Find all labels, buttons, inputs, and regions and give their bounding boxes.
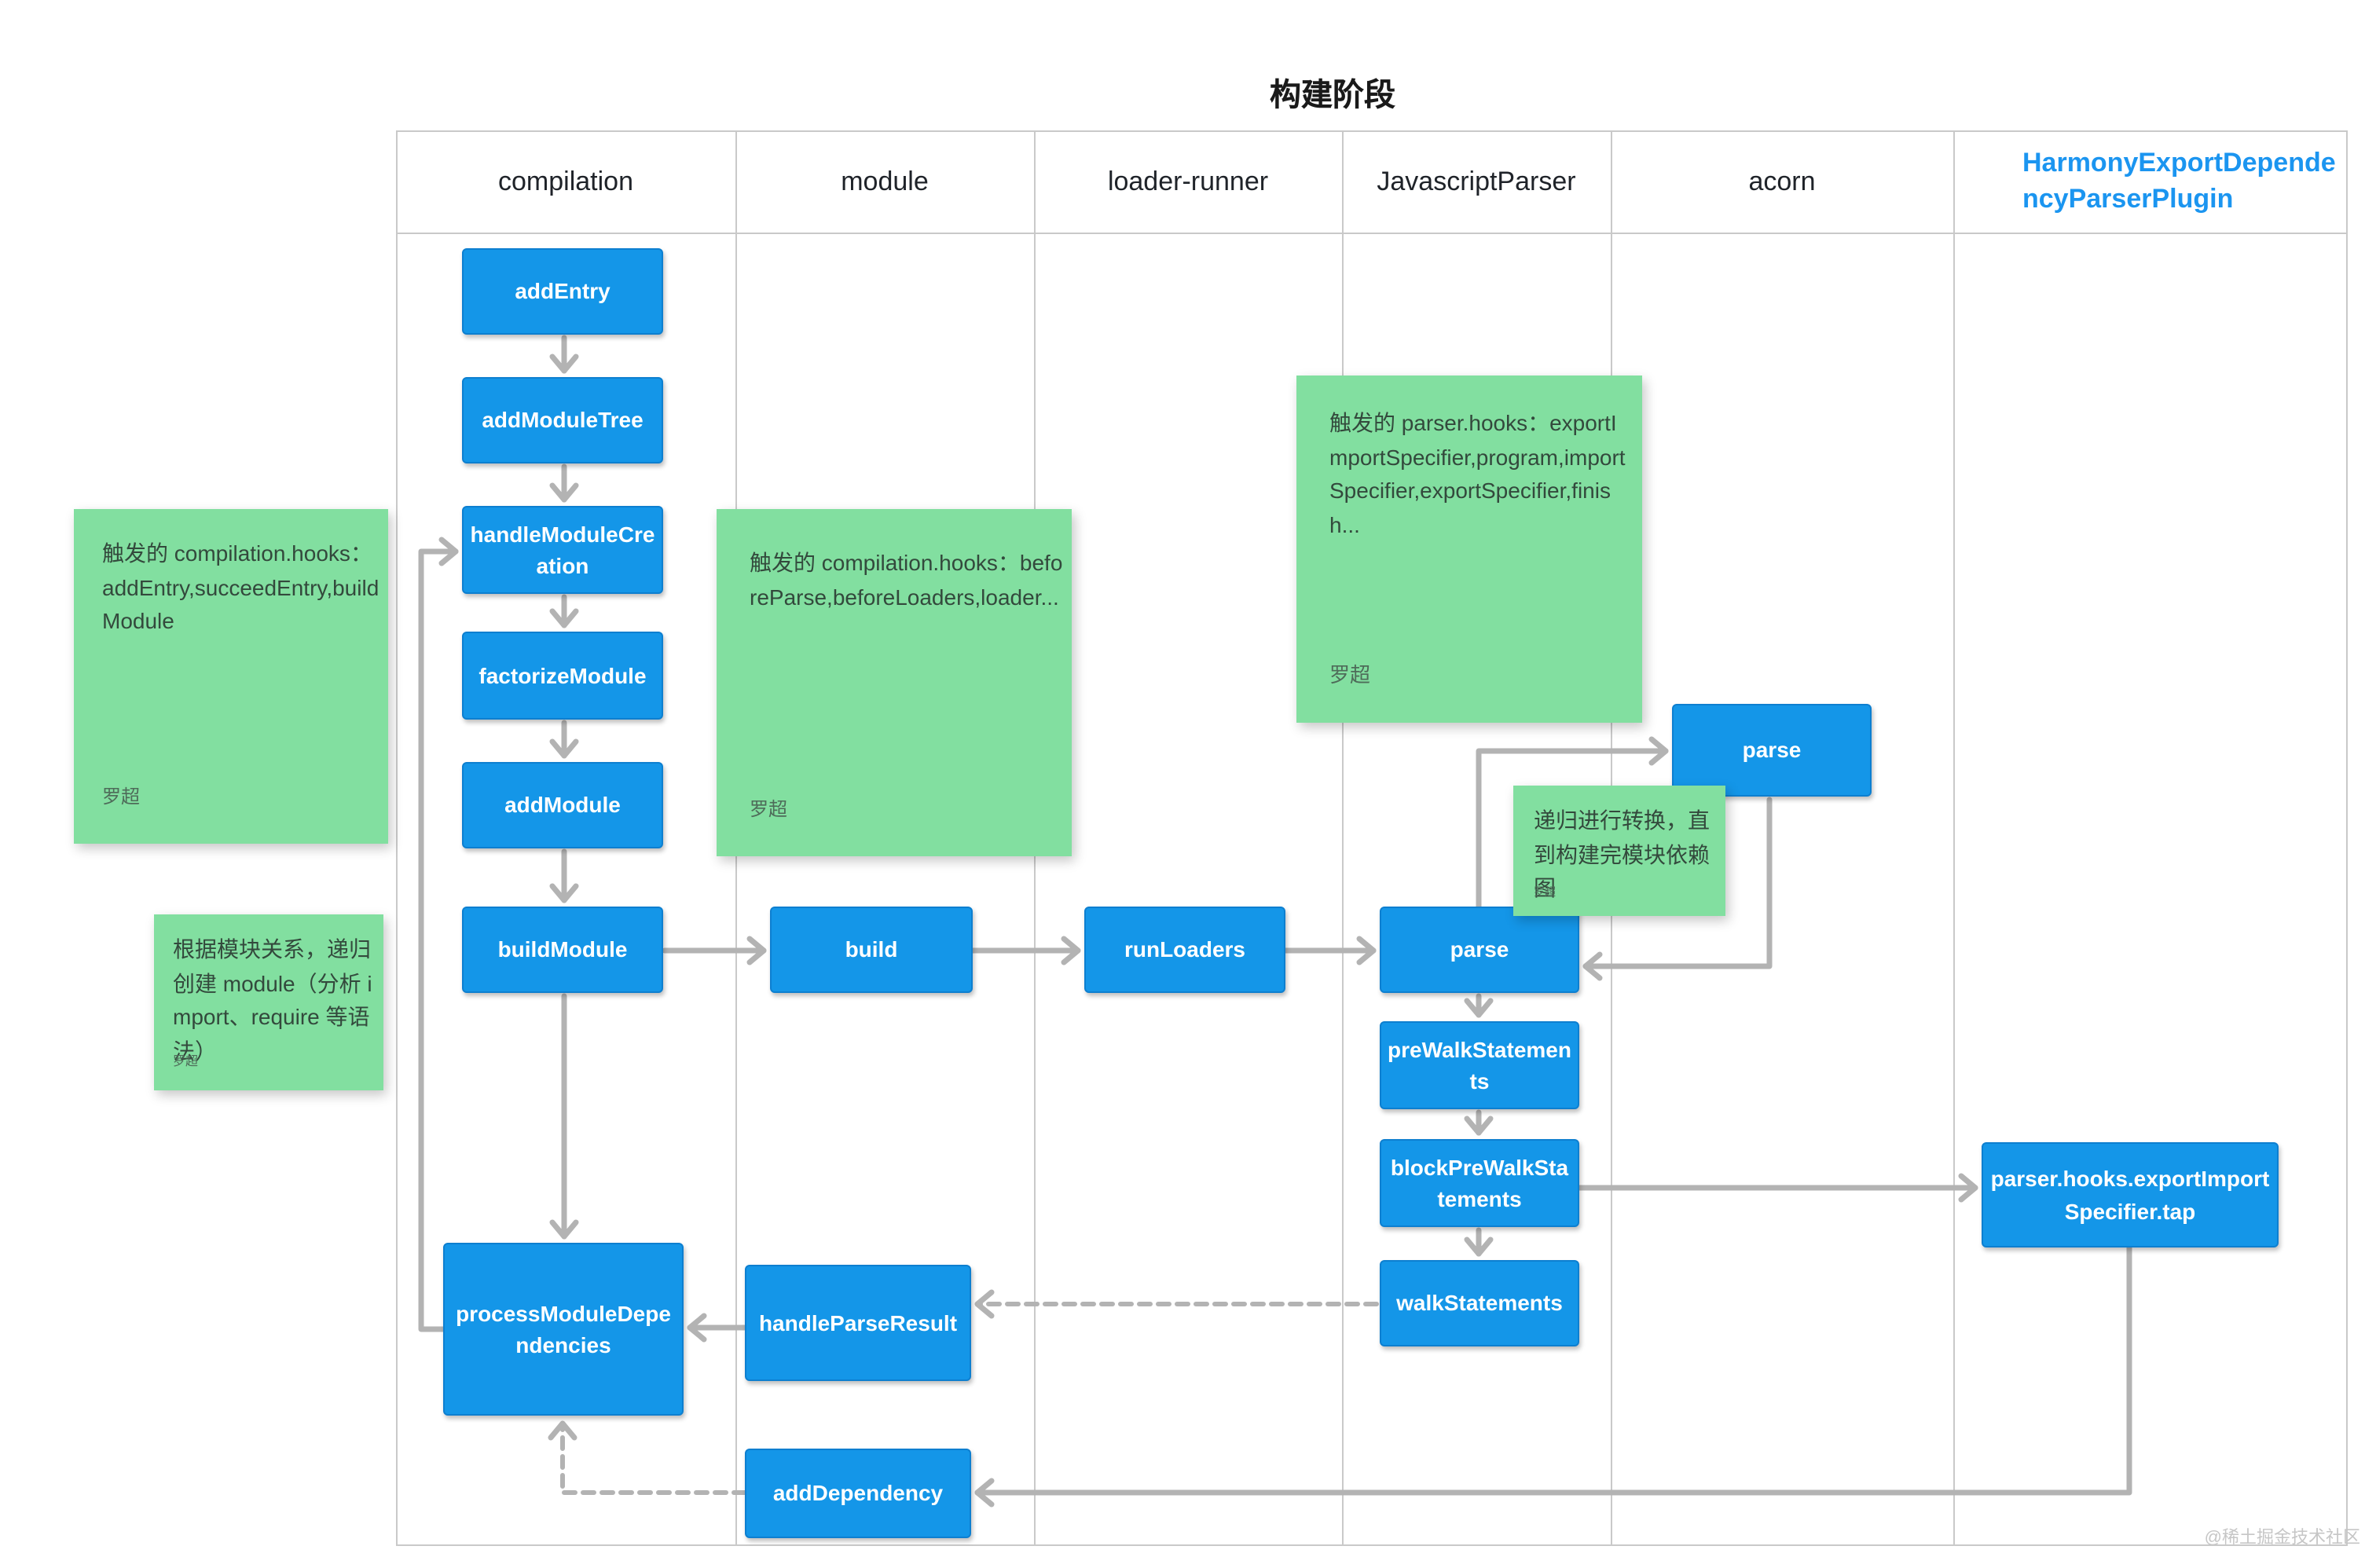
column-header-label: acorn — [1748, 166, 1816, 196]
node-label: buildModule — [497, 936, 628, 962]
note-author: 罗超 — [1329, 662, 1371, 687]
column-header-label: JavascriptParser — [1377, 166, 1576, 196]
node-label: processModuleDependencies — [456, 1300, 671, 1357]
node-label: parse — [1742, 737, 1802, 763]
node-label: addModuleTree — [482, 407, 644, 433]
node-label: parse — [1450, 936, 1509, 962]
node-addModule[interactable]: addModule — [462, 762, 663, 848]
column-header-loader-runner: loader-runner — [1034, 130, 1342, 233]
node-addDependency[interactable]: addDependency — [745, 1449, 971, 1538]
note-recursive-create-module[interactable]: 根据模块关系，递归创建 module（分析 import、require 等语法… — [154, 914, 383, 1090]
column-divider — [1342, 130, 1344, 1546]
column-header-acorn: acorn — [1611, 130, 1953, 233]
node-runLoaders[interactable]: runLoaders — [1084, 907, 1285, 993]
column-header-module: module — [735, 130, 1034, 233]
node-preWalkStatements[interactable]: preWalkStatements — [1380, 1021, 1579, 1109]
node-label: blockPreWalkStatements — [1390, 1154, 1569, 1211]
note-text: 触发的 compilation.hooks：beforeParse,before… — [750, 550, 1063, 610]
note-author: 罗超 — [750, 798, 788, 821]
note-recursive-transform[interactable]: 递归进行转换，直到构建完模块依赖图罗超 — [1513, 786, 1725, 916]
diagram-title: 构建阶段 — [1270, 79, 1395, 113]
note-compilation-hooks-parse[interactable]: 触发的 compilation.hooks：beforeParse,before… — [717, 509, 1072, 856]
node-addModuleTree[interactable]: addModuleTree — [462, 377, 663, 463]
node-label: parser.hooks.exportImportSpecifier.tap — [1990, 1166, 2270, 1223]
note-text: 触发的 compilation.hooks：addEntry,succeedEn… — [102, 540, 380, 634]
node-parse-js[interactable]: parse — [1380, 907, 1579, 993]
node-label: addDependency — [772, 1480, 944, 1506]
node-label: build — [845, 936, 898, 962]
node-label: runLoaders — [1124, 936, 1245, 962]
node-walkStatements[interactable]: walkStatements — [1380, 1260, 1579, 1346]
column-header-label: compilation — [498, 166, 633, 196]
note-text: 触发的 parser.hooks：exportImportSpecifier,p… — [1329, 410, 1626, 538]
node-label: handleParseResult — [758, 1310, 958, 1335]
header-underline — [396, 233, 2348, 234]
node-handleParseResult[interactable]: handleParseResult — [745, 1265, 971, 1381]
node-label: addEntry — [515, 278, 610, 304]
node-label: walkStatements — [1396, 1290, 1563, 1316]
node-label: preWalkStatements — [1388, 1036, 1571, 1094]
column-header-harmonyexportdependencyparserplugin: HarmonyExportDependencyParserPlugin — [1953, 130, 2348, 233]
node-blockPreWalkStatements[interactable]: blockPreWalkStatements — [1380, 1139, 1579, 1227]
node-factorizeModule[interactable]: factorizeModule — [462, 632, 663, 720]
column-header-compilation: compilation — [396, 130, 735, 233]
node-buildModule[interactable]: buildModule — [462, 907, 663, 993]
node-handleModuleCreation[interactable]: handleModuleCreation — [462, 506, 663, 594]
note-author: 罗超 — [173, 1053, 198, 1068]
column-header-label: HarmonyExportDependencyParserPlugin — [2022, 147, 2336, 213]
column-header-javascriptparser: JavascriptParser — [1342, 130, 1611, 233]
node-processModuleDependencies[interactable]: processModuleDependencies — [443, 1243, 684, 1416]
watermark: @稀土掘金技术社区 — [2204, 1529, 2360, 1548]
note-compilation-hooks-entry[interactable]: 触发的 compilation.hooks：addEntry,succeedEn… — [74, 509, 388, 844]
note-text: 递归进行转换，直到构建完模块依赖图 — [1534, 808, 1710, 901]
column-header-label: loader-runner — [1107, 166, 1269, 196]
note-author: 罗超 — [102, 786, 141, 808]
node-label: handleModuleCreation — [470, 521, 655, 578]
node-addEntry[interactable]: addEntry — [462, 248, 663, 335]
node-parse-acorn[interactable]: parse — [1672, 704, 1872, 797]
node-label: factorizeModule — [478, 662, 647, 688]
note-parser-hooks[interactable]: 触发的 parser.hooks：exportImportSpecifier,p… — [1296, 376, 1642, 723]
column-divider — [1953, 130, 1955, 1546]
note-text: 根据模块关系，递归创建 module（分析 import、require 等语法… — [173, 936, 372, 1064]
node-build[interactable]: build — [770, 907, 973, 993]
swimlane-frame — [396, 130, 2348, 1546]
node-label: addModule — [504, 792, 621, 818]
column-header-label: module — [841, 166, 929, 196]
node-parser-hooks-exportImportSpecifier-tap[interactable]: parser.hooks.exportImportSpecifier.tap — [1982, 1142, 2279, 1247]
note-author: 罗超 — [1534, 888, 1556, 899]
